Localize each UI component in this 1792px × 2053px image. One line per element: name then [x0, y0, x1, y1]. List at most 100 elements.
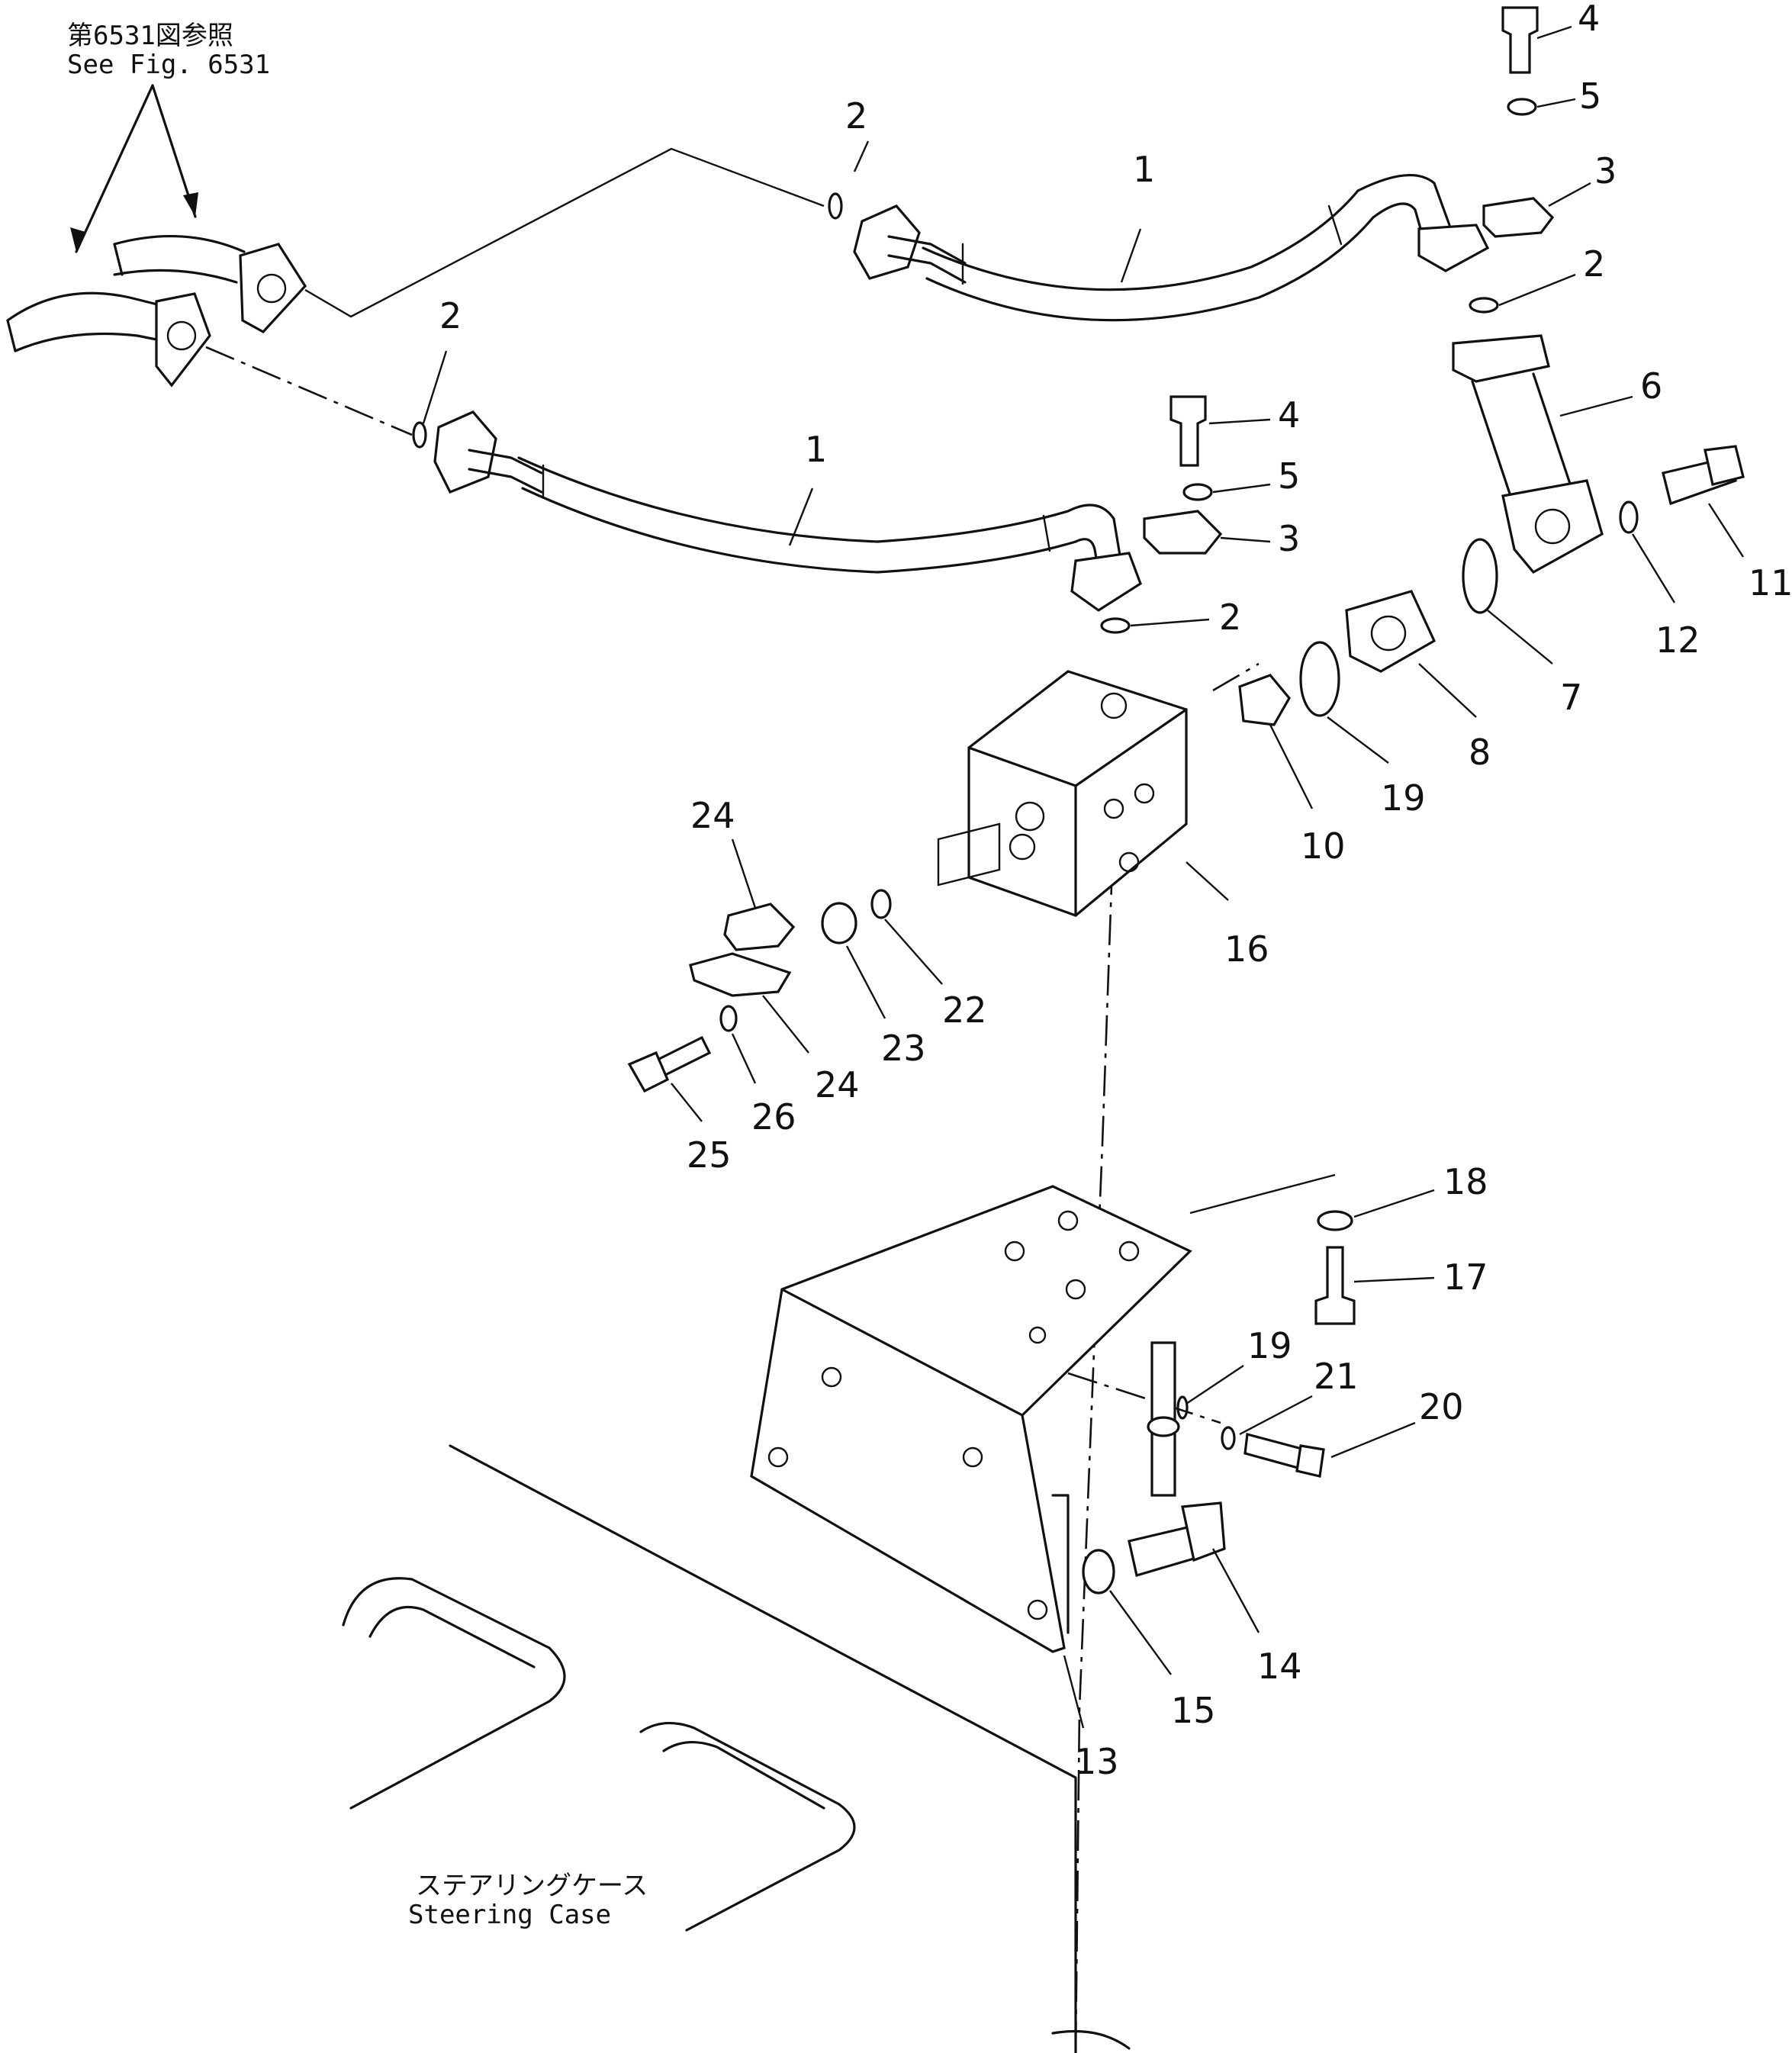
o-ring-2-lower: [1100, 617, 1131, 634]
callout-1-upper: 1: [1133, 149, 1155, 190]
plug-23: [821, 902, 857, 944]
leader-20: [1330, 1421, 1416, 1459]
callout-21: 21: [1314, 1356, 1359, 1397]
callout-18: 18: [1443, 1161, 1488, 1202]
callout-4-upper: 4: [1578, 0, 1600, 39]
callout-16: 16: [1224, 928, 1269, 970]
leader-16: [1186, 861, 1229, 901]
o-ring-7: [1462, 538, 1498, 614]
o-ring-22: [870, 889, 892, 919]
leader-13: [1063, 1655, 1085, 1729]
hose-upper-bend-bottom: [1372, 202, 1424, 238]
hose-upper-neck-bottom: [887, 254, 967, 284]
hose-upper-flange-left: [853, 204, 921, 280]
leader-21: [1239, 1395, 1313, 1436]
o-ring-19-upper: [1299, 641, 1340, 717]
leader-19-upper: [1327, 716, 1389, 764]
callout-2-upper: 2: [845, 95, 867, 137]
manifold-port-top: [1100, 692, 1128, 719]
bolt-17: [1314, 1246, 1356, 1325]
leader-4-upper: [1536, 25, 1572, 40]
block-6-arm-left: [1471, 380, 1512, 497]
clamp-24-upper: [723, 903, 796, 951]
callout-12: 12: [1655, 619, 1700, 661]
hose-lower-bend-bottom: [1074, 538, 1100, 574]
washer-18: [1317, 1210, 1353, 1231]
leader-24-lower: [762, 995, 809, 1054]
manifold-port-side-2: [1134, 783, 1155, 804]
leader-6: [1559, 395, 1633, 417]
callout-17: 17: [1443, 1257, 1488, 1298]
incoming-flange-lower: [155, 292, 211, 388]
callout-4-lower: 4: [1278, 394, 1300, 436]
hose-lower-flange-right: [1070, 552, 1142, 612]
bracket-hole-1: [821, 1366, 842, 1388]
manifold-block-16: [937, 670, 1188, 917]
washer-5-lower: [1182, 483, 1213, 501]
callout-3-lower: 3: [1278, 518, 1300, 559]
callout-26: 26: [751, 1096, 796, 1138]
callout-15: 15: [1171, 1690, 1216, 1731]
steering-case-opening-1-back: [342, 1577, 551, 1649]
incoming-pipe-upper-top: [113, 234, 246, 253]
washer-26: [719, 1005, 738, 1032]
bracket-hole-5: [1057, 1210, 1079, 1231]
incoming-pipes: [6, 234, 307, 388]
callout-1-lower: 1: [805, 429, 827, 470]
callout-24-lower: 24: [815, 1064, 860, 1105]
leader-10: [1269, 724, 1314, 809]
leader-7: [1487, 610, 1553, 664]
steering-case: ステアリングケース Steering Case: [342, 1444, 1131, 2053]
washer-12: [1619, 500, 1639, 534]
callout-19-upper: 19: [1381, 777, 1426, 819]
leader-lines: [422, 25, 1745, 1729]
reference-note-jp: 第6531図参照: [67, 21, 233, 51]
center-line-lower-pipe: [205, 346, 413, 436]
callout-25: 25: [687, 1134, 732, 1176]
callout-2-left: 2: [439, 295, 462, 336]
flange-8: [1345, 590, 1436, 673]
bolt-20-head: [1295, 1444, 1325, 1478]
bracket-hole-9: [1028, 1326, 1047, 1344]
bracket-hole-6: [1118, 1240, 1140, 1262]
bracket-hole-4: [1027, 1599, 1048, 1620]
center-line-side-port: [1212, 662, 1260, 692]
parts-upper-right: [1238, 6, 1745, 726]
leader-1-upper: [1120, 228, 1142, 283]
o-ring-19-lower: [1176, 1395, 1189, 1420]
callout-2-upper-right: 2: [1583, 243, 1605, 285]
leader-5-upper: [1536, 98, 1576, 108]
callout-10: 10: [1301, 825, 1346, 867]
center-line-vertical: [1074, 713, 1119, 2053]
hose-lower-bottom-edge: [521, 487, 1077, 574]
leader-8: [1418, 663, 1477, 718]
leader-18: [1353, 1189, 1435, 1218]
callout-19-lower: 19: [1247, 1325, 1292, 1366]
bracket-hole-3: [767, 1446, 789, 1468]
bracket-13: [750, 1185, 1192, 1653]
leader-2-left: [422, 350, 448, 424]
steering-case-label-jp: ステアリングケース: [416, 1871, 648, 1901]
steering-case-top-edge: [449, 1444, 1077, 2053]
block-6-arm-right: [1532, 372, 1573, 490]
hose-upper-sleeve-right: [1327, 204, 1343, 246]
reference-note: 第6531図参照 See Fig. 6531: [67, 21, 270, 253]
parts-bracket-fasteners: [1082, 1210, 1356, 1594]
bracket-fold: [780, 1288, 1024, 1417]
steering-case-opening-2-back: [639, 1721, 841, 1806]
steering-case-opening-1-side: [349, 1646, 566, 1810]
bracket-flange: [1051, 1494, 1070, 1634]
leader-2-lower: [1130, 618, 1210, 627]
bolt-14-head: [1181, 1501, 1226, 1562]
callout-8: 8: [1469, 732, 1491, 773]
manifold-label-plate: [937, 822, 1001, 887]
callout-5-lower: 5: [1278, 455, 1300, 497]
leader-1-lower: [788, 488, 814, 546]
callout-14: 14: [1257, 1646, 1302, 1687]
leader-24-upper: [731, 838, 757, 909]
incoming-flange-upper: [239, 243, 307, 334]
washer-21: [1221, 1426, 1236, 1450]
o-ring-2-upper: [828, 192, 843, 220]
center-lines: [205, 147, 1336, 2053]
